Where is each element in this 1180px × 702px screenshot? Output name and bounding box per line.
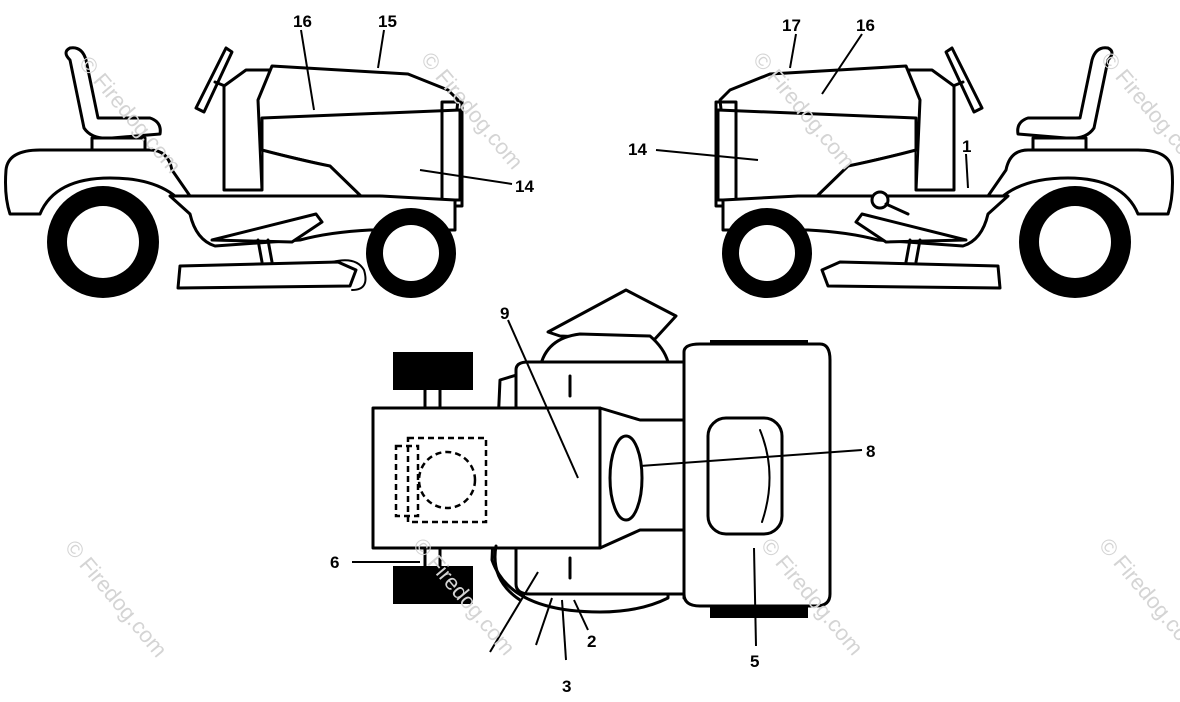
top-view	[371, 288, 832, 618]
right-view-callouts: 17 16 14 1	[628, 16, 971, 189]
top-view-callouts: 9 8 6 5 3 2	[330, 304, 875, 696]
front-wheel-rim	[739, 225, 795, 281]
hood-crease	[847, 149, 917, 167]
lift-lever	[884, 202, 910, 216]
watermark-8: © Firedog.com	[1094, 533, 1180, 660]
hood-crease	[261, 149, 331, 167]
callout-3: 3	[562, 677, 571, 696]
callout-15: 15	[378, 12, 397, 31]
watermark-5: © Firedog.com	[60, 535, 172, 662]
engine-flywheel-outline	[417, 450, 477, 510]
leader-1	[965, 153, 969, 189]
rear-wheel-rim	[67, 206, 139, 278]
right-side-view	[714, 46, 1174, 298]
engine-outline-side	[394, 444, 420, 518]
footrest	[210, 212, 324, 244]
front-right-tire	[393, 566, 473, 604]
leader-3b	[535, 597, 553, 646]
callout-14-left: 14	[515, 177, 534, 196]
hood-grille	[714, 100, 738, 208]
steering-wheel-top	[608, 434, 644, 522]
steering-wheel	[194, 46, 234, 114]
callout-16-right: 16	[856, 16, 875, 35]
mower-deck	[820, 260, 1002, 290]
callout-1: 1	[962, 137, 971, 156]
steering-wheel	[944, 46, 984, 114]
discharge-chute	[546, 288, 678, 342]
leader-16-right	[821, 33, 863, 95]
left-view-callouts: 16 15 14	[293, 12, 534, 196]
leader-3a	[489, 571, 539, 653]
callout-8: 8	[866, 442, 875, 461]
leader-3c	[561, 599, 567, 661]
callout-17: 17	[782, 16, 801, 35]
callout-2: 2	[587, 632, 596, 651]
seat-back-curve	[759, 429, 771, 523]
engine-outline	[406, 436, 488, 524]
hood-top	[371, 406, 686, 550]
seat-top	[706, 416, 784, 536]
callout-5: 5	[750, 652, 759, 671]
front-axle-stub-right	[423, 546, 442, 568]
leader-14-right	[655, 149, 759, 161]
rear-wheel-rim	[1039, 206, 1111, 278]
deck-hanger	[256, 238, 274, 264]
callout-6: 6	[330, 553, 339, 572]
callout-16-left: 16	[293, 12, 312, 31]
rear-right-tire	[710, 606, 808, 618]
footrest	[854, 212, 968, 244]
left-side-view	[4, 46, 464, 298]
leader-8	[639, 449, 863, 467]
leader-16-left	[300, 29, 315, 111]
leader-9	[507, 319, 579, 479]
callout-9: 9	[500, 304, 509, 323]
leader-14-left	[419, 169, 513, 185]
leader-15	[377, 29, 385, 69]
rear-fender	[961, 148, 1174, 216]
mower-deck	[176, 260, 358, 290]
rear-fender	[4, 148, 217, 216]
leader-5	[753, 547, 757, 647]
deck-hanger	[904, 238, 922, 264]
deck-chute	[331, 259, 367, 291]
hood-side	[260, 108, 462, 202]
lift-lever-knob	[870, 190, 890, 210]
front-wheel-rim	[383, 225, 439, 281]
front-left-tire	[393, 352, 473, 390]
hood-grille	[440, 100, 464, 208]
leader-17	[789, 33, 797, 69]
side-bag-edge	[493, 544, 522, 602]
callout-14-right: 14	[628, 140, 647, 159]
leader-2	[573, 599, 589, 631]
